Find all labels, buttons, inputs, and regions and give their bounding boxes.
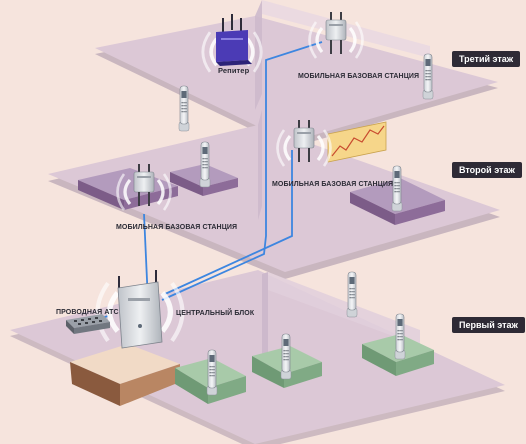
cordless-handset-icon [178, 85, 190, 132]
cordless-handset-icon [206, 349, 218, 396]
base-station-label-second-right: МОБИЛЬНАЯ БАЗОВАЯ СТАНЦИЯ [272, 181, 394, 188]
second-floor [48, 110, 500, 279]
cordless-handset-icon [280, 333, 292, 380]
repeater-label: Репитер [218, 66, 250, 75]
base-station-label-second-left: МОБИЛЬНАЯ БАЗОВАЯ СТАНЦИЯ [116, 224, 238, 231]
first-floor [10, 270, 505, 444]
central-unit-label: ЦЕНТРАЛЬНЫЙ БЛОК [176, 310, 255, 317]
third-floor-plate [95, 16, 498, 142]
base-station-label-third: МОБИЛЬНАЯ БАЗОВАЯ СТАНЦИЯ [298, 73, 420, 80]
reception-desk [70, 344, 180, 406]
wall-chart-icon [327, 121, 387, 163]
cordless-handset-icon [346, 271, 358, 318]
cordless-handset-icon [422, 53, 434, 100]
central-unit-icon [98, 270, 183, 349]
cordless-handset-icon [394, 313, 406, 360]
repeater-router-icon [201, 14, 263, 74]
floor-label-second: Второй этаж [452, 162, 522, 178]
second-floor-plate [48, 125, 500, 272]
wired-pbx-icon [66, 314, 110, 334]
floor-label-first: Первый этаж [452, 317, 525, 333]
cordless-handset-icon [391, 165, 403, 212]
wired-pbx-label: ПРОВОДНАЯ АТС [56, 309, 119, 316]
third-floor [95, 0, 498, 148]
cordless-handset-icon [199, 141, 211, 188]
floor-label-third: Третий этаж [452, 51, 521, 67]
